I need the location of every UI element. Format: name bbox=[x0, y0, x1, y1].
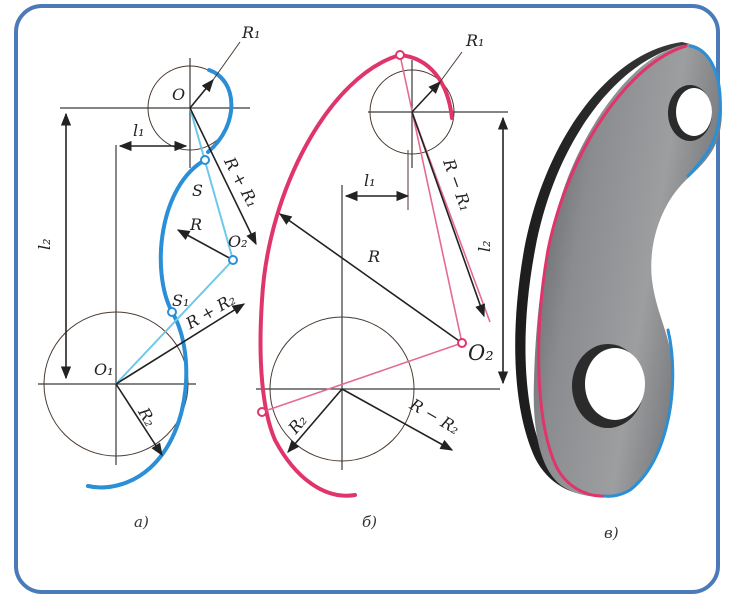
label-o2-a: O₂ bbox=[228, 232, 248, 251]
part-edge-convex-bottom bbox=[603, 328, 675, 498]
arc-r-concave bbox=[258, 53, 402, 498]
label-s1: S₁ bbox=[172, 291, 189, 310]
label-r2-a: R₂ bbox=[134, 403, 160, 429]
radius-r bbox=[176, 229, 234, 261]
radius-r2-b bbox=[287, 388, 343, 453]
radius-r-b bbox=[278, 213, 463, 344]
radius-r-minus-r2 bbox=[341, 388, 454, 451]
label-r-b: R bbox=[367, 247, 380, 266]
point-o2-b bbox=[457, 338, 467, 348]
line-o1-o2 bbox=[115, 259, 234, 385]
label-o2-b: O₂ bbox=[468, 341, 494, 365]
label-l2-b: l₂ bbox=[475, 240, 494, 252]
radius-r-plus-r1 bbox=[189, 107, 257, 246]
part-edge-convex-top bbox=[686, 44, 722, 178]
part-edge-concave bbox=[537, 44, 688, 498]
label-s: S bbox=[192, 181, 203, 200]
point-tangent-bottom bbox=[257, 407, 267, 417]
arc-r-conjugation bbox=[158, 158, 207, 314]
diagram-b: R₁ l₁ R R − R₁ l₂ O₂ R₂ R − R₂ б) bbox=[256, 31, 509, 531]
point-tangent-top bbox=[395, 50, 405, 60]
radius-r-plus-r2 bbox=[115, 303, 246, 385]
line-t2-o2 bbox=[261, 342, 463, 413]
diagram-c: в) bbox=[515, 42, 722, 542]
radius-r1-b bbox=[411, 81, 441, 113]
label-l1-b: l₁ bbox=[364, 171, 376, 190]
caption-a: а) bbox=[134, 513, 149, 531]
radius-r-minus-r1 bbox=[411, 111, 485, 318]
leader-r1-b bbox=[439, 51, 463, 83]
label-r1-a: R₁ bbox=[241, 23, 260, 42]
part-side-edge bbox=[515, 42, 690, 497]
label-l2-a: l₂ bbox=[35, 238, 54, 250]
label-l1-a: l₁ bbox=[133, 121, 145, 140]
point-s bbox=[200, 155, 210, 165]
hole-top-opening bbox=[676, 88, 712, 136]
caption-c: в) bbox=[604, 524, 619, 542]
label-o1: O₁ bbox=[94, 360, 114, 379]
line-o-o2 bbox=[189, 107, 234, 261]
hole-bottom-opening bbox=[585, 348, 645, 420]
caption-b: б) bbox=[362, 513, 377, 531]
point-o2-a bbox=[228, 255, 238, 265]
label-r2-b: R₂ bbox=[284, 411, 311, 438]
label-r1-b: R₁ bbox=[465, 31, 484, 50]
label-r-minus-r2: R − R₂ bbox=[406, 394, 463, 438]
radius-r2-a bbox=[115, 383, 163, 457]
diagram-a: R₁ O l₁ l₂ S S₁ R O₂ R + R₁ R + R₂ O₁ R₂… bbox=[35, 23, 262, 531]
point-s1 bbox=[167, 307, 177, 317]
radius-r1-a bbox=[189, 79, 214, 109]
label-r-plus-r2: R + R₂ bbox=[182, 289, 239, 333]
label-o: O bbox=[172, 85, 185, 104]
leader-r1-a bbox=[212, 41, 241, 81]
arc-r1-b bbox=[398, 53, 454, 120]
label-r-a: R bbox=[189, 215, 202, 234]
conjugation-diagram: R₁ O l₁ l₂ S S₁ R O₂ R + R₁ R + R₂ O₁ R₂… bbox=[35, 23, 722, 542]
line-t1-o2 bbox=[399, 54, 463, 344]
